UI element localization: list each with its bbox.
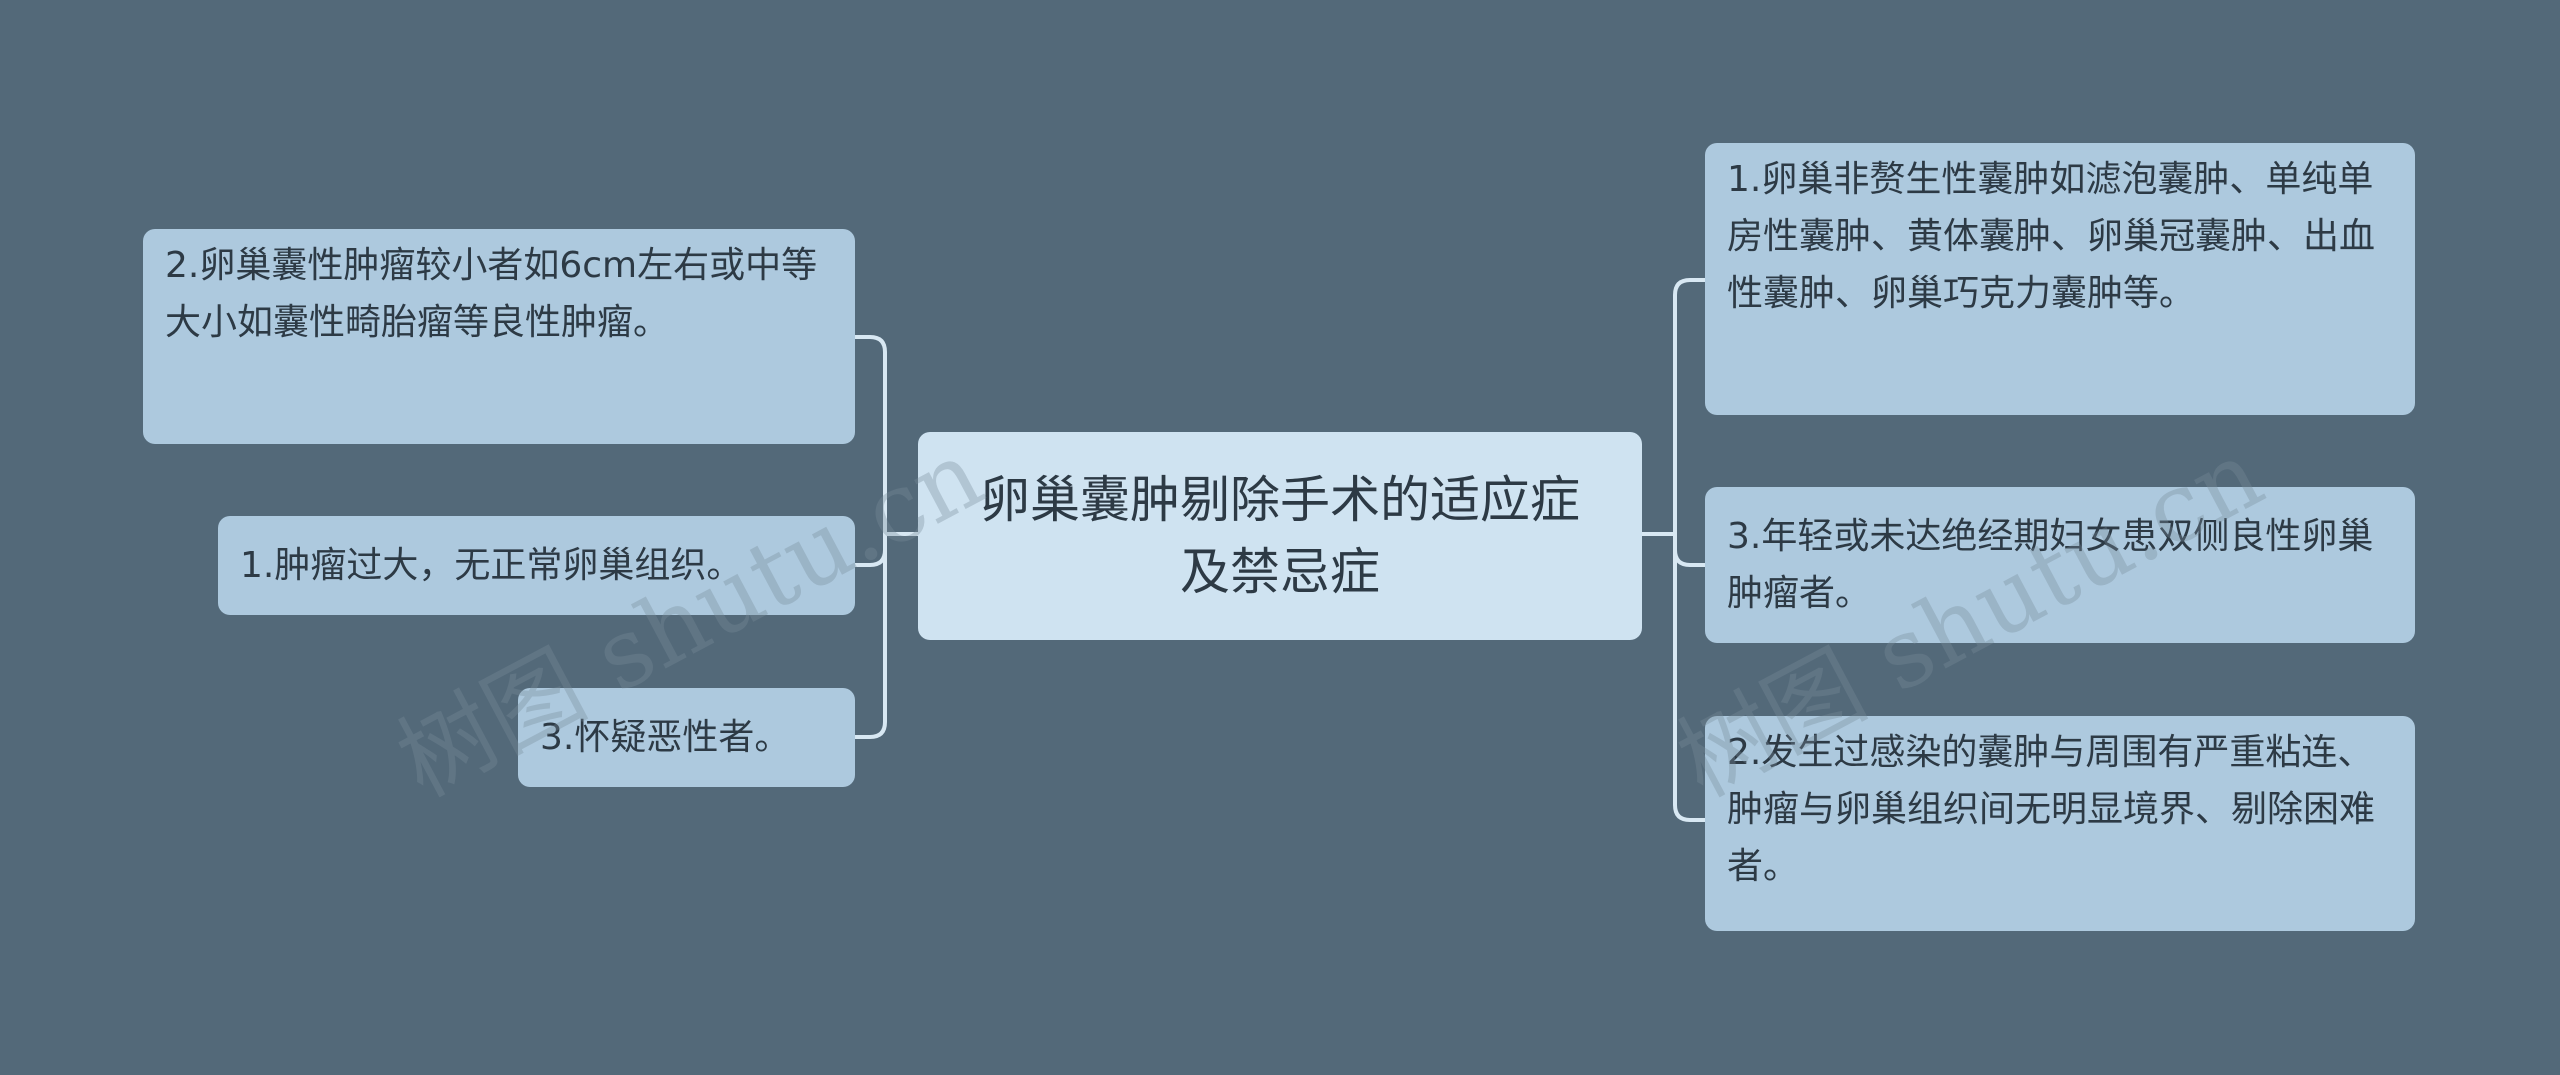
right-leaf-node[interactable]: 3.年轻或未达绝经期妇女患双侧良性卵巢肿瘤者。 [1705,487,2415,643]
leaf-label: 1.卵巢非赘生性囊肿如滤泡囊肿、单纯单房性囊肿、黄体囊肿、卵巢冠囊肿、出血性囊肿… [1727,159,2376,314]
left-leaf-node[interactable]: 2.卵巢囊性肿瘤较小者如6cm左右或中等大小如囊性畸胎瘤等良性肿瘤。 [143,229,855,444]
connector-right-1 [1673,278,1705,534]
leaf-label: 3.怀疑恶性者。 [540,717,791,758]
left-leaf-node[interactable]: 3.怀疑恶性者。 [518,688,855,787]
connector-right-2 [1673,534,1705,567]
leaf-label: 1.肿瘤过大，无正常卵巢组织。 [240,545,743,586]
root-topic-label: 卵巢囊肿剔除手术的适应症及禁忌症 [980,471,1580,601]
connector-right-3 [1673,534,1705,822]
leaf-label: 3.年轻或未达绝经期妇女患双侧良性卵巢肿瘤者。 [1727,516,2374,614]
left-leaf-node[interactable]: 1.肿瘤过大，无正常卵巢组织。 [218,516,855,615]
right-leaf-node[interactable]: 2.发生过感染的囊肿与周围有严重粘连、肿瘤与卵巢组织间无明显境界、剔除困难者。 [1705,716,2415,931]
leaf-label: 2.发生过感染的囊肿与周围有严重粘连、肿瘤与卵巢组织间无明显境界、剔除困难者。 [1727,732,2376,887]
connector-left-3 [855,534,887,739]
leaf-label: 2.卵巢囊性肿瘤较小者如6cm左右或中等大小如囊性畸胎瘤等良性肿瘤。 [165,245,818,343]
connector-left-1 [855,335,887,534]
root-topic-node[interactable]: 卵巢囊肿剔除手术的适应症及禁忌症 [918,432,1642,640]
connector-left-2 [855,534,887,567]
right-leaf-node[interactable]: 1.卵巢非赘生性囊肿如滤泡囊肿、单纯单房性囊肿、黄体囊肿、卵巢冠囊肿、出血性囊肿… [1705,143,2415,415]
